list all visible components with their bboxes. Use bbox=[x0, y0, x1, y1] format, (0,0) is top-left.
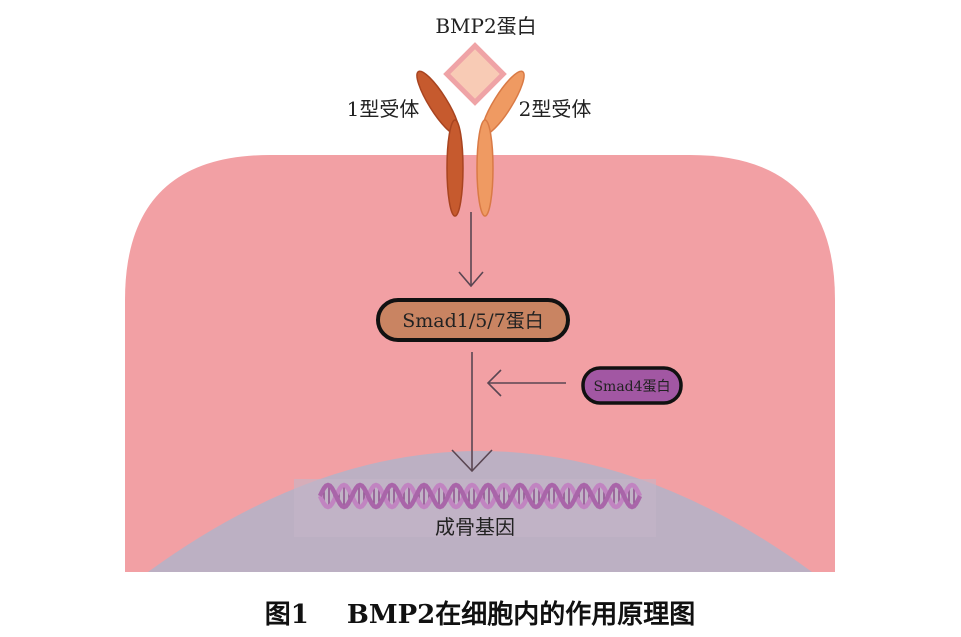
smad4-protein: Smad4蛋白 bbox=[581, 366, 683, 405]
arrow-receptor-to-smad157 bbox=[458, 212, 484, 288]
osteogenic-gene-label: 成骨基因 bbox=[435, 515, 515, 539]
dna-strand bbox=[317, 482, 643, 510]
type1-receptor bbox=[416, 70, 464, 217]
figure-number: 图1 bbox=[265, 600, 309, 630]
type1-receptor-label: 1型受体 bbox=[347, 97, 420, 121]
bmp2-ligand-shape bbox=[443, 42, 507, 106]
figure-title: BMP2在细胞内的作用原理图 bbox=[347, 599, 695, 630]
bmp2-label: BMP2蛋白 bbox=[435, 14, 536, 38]
smad157-protein: Smad1/5/7蛋白 bbox=[376, 298, 570, 342]
smad4-label: Smad4蛋白 bbox=[593, 379, 670, 395]
dna-double-helix-icon bbox=[317, 482, 643, 510]
smad157-label: Smad1/5/7蛋白 bbox=[402, 310, 544, 332]
arrow-smad157-to-gene bbox=[451, 352, 493, 473]
figure-caption: 图1 BMP2在细胞内的作用原理图 bbox=[265, 599, 696, 630]
type2-receptor-label: 2型受体 bbox=[519, 97, 592, 121]
type2-receptor bbox=[476, 70, 525, 217]
arrow-smad4-to-pathway bbox=[486, 369, 566, 397]
cytoplasm bbox=[125, 155, 835, 572]
